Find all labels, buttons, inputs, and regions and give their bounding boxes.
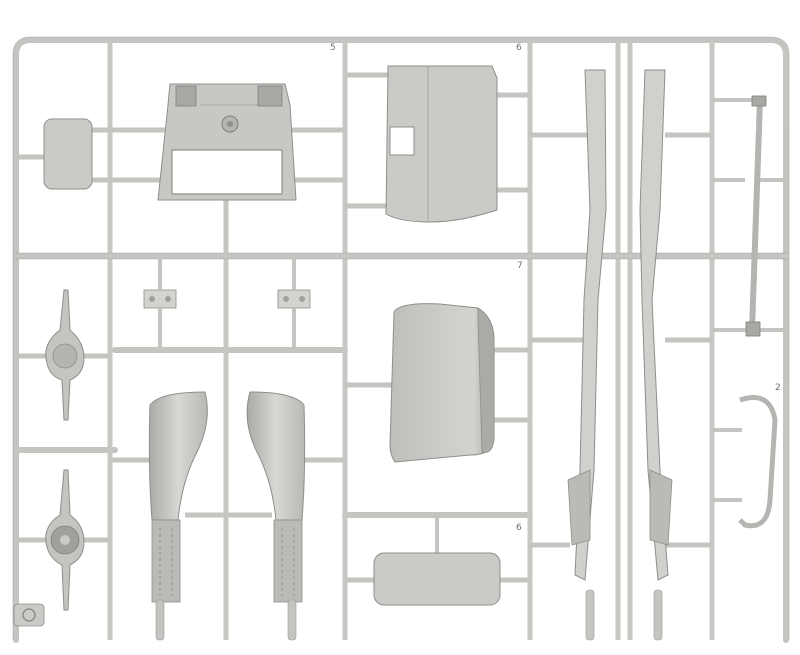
- part-small-plate: [16, 118, 110, 190]
- part-number-label: 7: [517, 261, 523, 271]
- part-bottom-plate: 6: [345, 515, 530, 606]
- part-fender-left: [110, 391, 226, 603]
- part-drive-shaft: 2: [712, 95, 786, 529]
- sprue-thin-outline: [12, 36, 790, 640]
- part-floor-panel: 6 5: [330, 43, 530, 223]
- part-axle-housing-upper: [16, 289, 110, 421]
- part-chassis-rails: [530, 69, 712, 581]
- part-cab-rear-frame: [110, 83, 345, 256]
- part-number-label: 6: [516, 43, 522, 53]
- part-number-label: 5: [330, 43, 336, 53]
- part-fender-right: [226, 391, 345, 603]
- part-number-label: 6: [516, 523, 522, 533]
- part-small-brackets: [143, 256, 311, 350]
- sprue-logo-tag: [13, 603, 45, 627]
- part-axle-housing-lower: [16, 469, 110, 611]
- sprue-bottom-gates: [155, 589, 663, 641]
- part-number-label: 2: [775, 383, 781, 393]
- part-hood-panel: 7: [345, 261, 530, 463]
